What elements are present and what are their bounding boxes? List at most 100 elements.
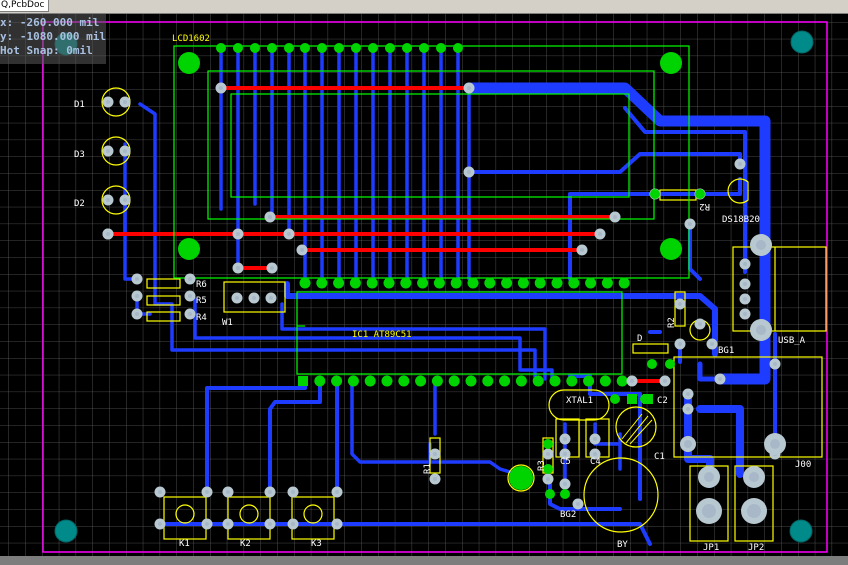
pad-hole	[773, 362, 777, 366]
ic-pin	[333, 277, 345, 289]
pcb-canvas[interactable]: LCD1602 IC1 AT89C51 D1 D3 D2 R6 R5 R4 W1…	[0, 14, 848, 565]
pad-square	[643, 394, 653, 404]
ic-pin	[583, 375, 595, 387]
label-r3: R3	[537, 460, 547, 471]
pad-hole	[300, 248, 304, 252]
ic-pin	[331, 375, 343, 387]
label-c1: C1	[654, 452, 665, 462]
pad-hole	[686, 407, 690, 411]
pad-hole	[467, 86, 471, 90]
ic-pin	[398, 375, 410, 387]
lcd-mount-pad	[178, 238, 200, 260]
pad-hole	[747, 504, 761, 518]
ic-pin	[568, 277, 580, 289]
x-coordinate: x: -260.000 mil	[0, 16, 100, 29]
ic-pin	[366, 277, 378, 289]
pad-hole	[688, 222, 692, 226]
pad	[543, 439, 553, 449]
label-d1: D1	[74, 100, 85, 110]
ic-pin	[299, 277, 311, 289]
pad-hole	[135, 312, 139, 316]
lcd-pin	[216, 43, 226, 53]
label-r1: R1	[423, 463, 433, 474]
lcd-mount-pad	[178, 52, 200, 74]
pads	[55, 33, 786, 530]
pad-hole	[219, 86, 223, 90]
pad-hole	[738, 162, 742, 166]
pad-hole	[158, 522, 162, 526]
lcd-pin	[267, 43, 277, 53]
pad	[545, 489, 555, 499]
label-k1: K1	[179, 539, 190, 549]
pad-hole	[433, 452, 437, 456]
pad-hole	[593, 452, 597, 456]
lcd-pin	[233, 43, 243, 53]
pad-hole	[593, 437, 597, 441]
pad-hole	[698, 322, 702, 326]
label-c5: C5	[560, 457, 571, 467]
pad-hole	[467, 170, 471, 174]
label-k2: K2	[240, 539, 251, 549]
ic-pin	[616, 375, 628, 387]
ic-pin	[499, 375, 511, 387]
pad-hole	[678, 342, 682, 346]
pad-hole	[106, 198, 110, 202]
pad-hole	[743, 297, 747, 301]
pad-hole	[630, 379, 634, 383]
pad-hole	[236, 266, 240, 270]
pad	[695, 189, 705, 199]
pad	[560, 489, 570, 499]
ic-pin	[314, 375, 326, 387]
pad-hole	[546, 452, 550, 456]
pad-hole	[188, 277, 192, 281]
label-d3: D3	[74, 150, 85, 160]
pad-hole	[335, 490, 339, 494]
ic-pin	[515, 375, 527, 387]
pad-hole	[226, 522, 230, 526]
label-r4: R4	[196, 313, 207, 323]
pad-hole	[226, 490, 230, 494]
designator-labels: LCD1602 IC1 AT89C51 D1 D3 D2 R6 R5 R4 W1…	[74, 34, 811, 553]
pcb-board-view[interactable]: LCD1602 IC1 AT89C51 D1 D3 D2 R6 R5 R4 W1…	[0, 14, 848, 565]
ic-pin	[431, 375, 443, 387]
pad-hole	[613, 215, 617, 219]
pad-hole	[580, 248, 584, 252]
pad-hole	[188, 294, 192, 298]
ic-pin	[585, 277, 597, 289]
pad-hole	[546, 477, 550, 481]
pad-hole	[743, 282, 747, 286]
ic-pin	[364, 375, 376, 387]
pad-hole	[123, 100, 127, 104]
label-ic: IC1 AT89C51	[352, 330, 412, 340]
ic-pin	[501, 277, 513, 289]
label-w1: W1	[222, 318, 233, 328]
label-r6: R6	[196, 280, 207, 290]
pad-hole	[718, 377, 722, 381]
pad-hole	[756, 325, 766, 335]
ic-pin	[349, 277, 361, 289]
ic-pin	[400, 277, 412, 289]
bottom-scroll-area[interactable]	[0, 556, 848, 565]
pad-hole	[270, 266, 274, 270]
pad-hole	[563, 482, 567, 486]
lcd-pin	[250, 43, 260, 53]
label-jp1: JP1	[703, 543, 719, 553]
board-outline	[42, 21, 828, 553]
label-d2: D2	[74, 199, 85, 209]
ic-pin	[517, 277, 529, 289]
ic-pin	[316, 277, 328, 289]
pad-hole	[563, 437, 567, 441]
pad-hole	[770, 439, 780, 449]
document-tab[interactable]: Q,PcbDoc	[0, 0, 50, 12]
pad-hole	[205, 490, 209, 494]
pad-hole	[268, 215, 272, 219]
ic-pin	[618, 277, 630, 289]
y-coordinate: y: -1080.000 mil	[0, 30, 106, 43]
pad-hole	[743, 312, 747, 316]
cursor-coordinates-overlay: x: -260.000 mil y: -1080.000 mil Hot Sna…	[0, 14, 106, 64]
lcd-pin	[453, 43, 463, 53]
ic-pin	[566, 375, 578, 387]
pad-hole	[135, 277, 139, 281]
lcd-pin	[402, 43, 412, 53]
